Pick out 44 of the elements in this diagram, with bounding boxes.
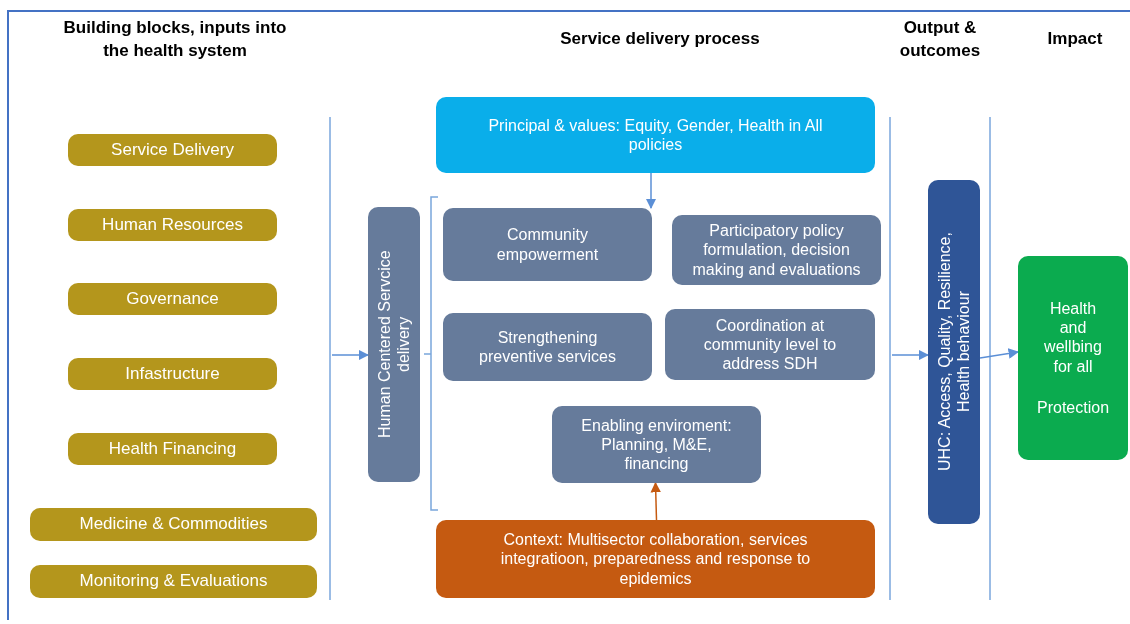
vertical-box [928,180,980,524]
process-box [68,433,277,465]
process-box [1018,256,1128,460]
process-box [665,309,875,380]
node-text: Infastructure [125,363,220,385]
process-box [68,209,277,241]
arrow [331,349,370,361]
process-box [68,358,277,390]
arrow [650,481,661,521]
node-text: Human Resources [102,214,243,236]
node-text: Principal & values: Equity, Gender, Health in All policies [487,115,824,155]
node-text: Human Centered Servcice delivery [374,249,413,441]
node-text: Medicine & Commodities [79,514,268,535]
node-text: Monitoring & Evaluations [79,571,268,592]
column-heading: Service delivery process [559,28,761,50]
process-box [443,313,652,381]
column-heading: Impact [1046,28,1104,50]
process-box [443,208,652,281]
process-box [436,97,875,173]
node-text: Coordination at community level to address SDH [702,315,838,374]
node-text: Protection [1037,397,1110,417]
arrow [645,172,657,210]
process-box [30,508,317,541]
column-heading: Building blocks, inputs into the health system [62,17,288,62]
column-heading: Output & outcomes [898,17,982,62]
node-text: Service Delivery [111,139,234,161]
node-text: UHC: Access, Quality, Resilience, Health behaviour [934,231,973,474]
node-text: Health Financing [108,438,237,460]
process-box [68,283,277,315]
node-text: Enabling enviroment: Planning, M&E, financing [580,415,733,474]
process-box [68,134,277,166]
arrow [979,348,1020,359]
node-text: Strengthening preventive services [478,327,617,367]
process-box [436,520,875,598]
node-text: Health and wellbing for all [1043,299,1103,376]
vertical-box [368,207,420,482]
process-box [30,565,317,598]
process-box [552,406,761,483]
node-text: Context: Multisector collaboration, services integratioon, preparedness and response to epidemics [499,530,812,588]
node-text: Governance [126,288,219,310]
node-text: Participatory policy formulation, decision making and evaluations [691,221,862,279]
arrow [891,349,930,361]
process-box [672,215,881,285]
node-text: Community empowerment [495,225,600,264]
